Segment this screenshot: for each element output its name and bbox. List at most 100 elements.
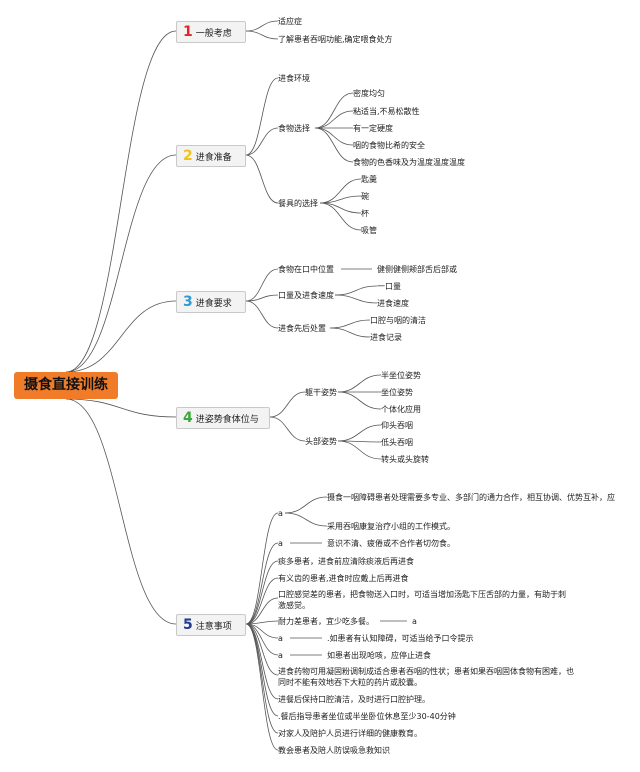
connector	[245, 512, 279, 625]
s4-head-item: 低头吞咽	[381, 438, 413, 447]
connector	[284, 496, 328, 514]
connector	[314, 110, 354, 129]
s2-food-item: 咽的食物比希的安全	[353, 141, 425, 150]
connector	[334, 294, 378, 304]
s3-position: 食物在口中位置	[278, 265, 334, 274]
connector	[284, 512, 328, 527]
s2-food: 食物选择	[278, 124, 310, 133]
connector	[245, 127, 279, 156]
section-2-node: 2 进食准备	[176, 145, 246, 167]
s2-utensil-item: 杯	[361, 209, 369, 218]
root-connector	[65, 398, 177, 625]
connector	[245, 268, 279, 302]
s2-utensil-item: 匙羹	[361, 175, 377, 184]
connector	[319, 202, 362, 214]
connector	[245, 597, 279, 625]
connector	[314, 127, 354, 163]
connector	[337, 424, 382, 442]
root-connector	[65, 154, 177, 373]
s5-note: 口腔感觉差的患者，把食物送入口时，可适当增加汤匙下压舌部的力量，有助于刺激感觉。	[278, 590, 566, 610]
section-2-number: 2	[183, 148, 193, 164]
section-3-node: 3 进食要求	[176, 291, 246, 313]
s4-head-item: 转头或头旋转	[381, 455, 429, 464]
s2-utensils: 餐具的选择	[278, 199, 318, 208]
s2-food-item: 密度均匀	[353, 89, 385, 98]
connector	[245, 77, 279, 156]
connector	[314, 127, 354, 146]
connector	[245, 623, 279, 751]
s5-a-label: a	[278, 651, 283, 660]
s3-order-item: 进食记录	[370, 333, 402, 342]
connector	[319, 195, 362, 204]
s5-note: 对家人及陪护人员进行详细的健康教育。	[278, 729, 422, 738]
s2-utensil-item: 吸管	[361, 226, 377, 235]
connector	[245, 300, 279, 329]
connector	[245, 154, 279, 204]
section-4-number: 4	[183, 410, 193, 426]
section-5-label: 注意事项	[195, 621, 232, 632]
connector	[269, 391, 306, 418]
s5-note: 进食药物可用凝固粉调制成适合患者吞咽的性状；患者如果吞咽固体食物有困难，也同时不…	[278, 667, 574, 687]
root-connector	[65, 300, 177, 373]
connector	[334, 285, 378, 296]
connector	[245, 623, 279, 676]
s2-food-item: 有一定硬度	[353, 124, 393, 133]
s5-note: 意识不清、疲倦或不合作者切勿食。	[327, 539, 455, 548]
s3-order: 进食先后处置	[278, 324, 326, 333]
s3-position-item: 健侧健侧颊部舌后部或	[377, 265, 457, 274]
connector	[245, 20, 279, 32]
s3-amount: 口量及进食速度	[278, 291, 334, 300]
s4-trunk-item: 坐位姿势	[381, 388, 413, 397]
section-3-label: 进食要求	[195, 298, 232, 309]
section-3-number: 3	[183, 294, 193, 310]
s5-note: 痰多患者，进食前应清除痰液后再进食	[278, 557, 414, 566]
s4-head-item: 仰头吞咽	[381, 421, 413, 430]
connector	[269, 416, 306, 442]
connector	[245, 542, 279, 625]
s2-food-item: 食物的色香味及为温度温度温度	[353, 158, 465, 167]
s4-trunk-item: 个体化应用	[381, 405, 421, 414]
s4-trunk-item: 半坐位姿势	[381, 371, 421, 380]
s2-utensil-item: 碗	[361, 192, 369, 201]
section-2-label: 进食准备	[195, 152, 232, 163]
s5-note: 耐力差患者，宜少吃多餐。	[278, 617, 374, 626]
root-connector	[65, 398, 177, 418]
section-1-node: 1 一般考虑	[176, 21, 246, 43]
connector	[319, 202, 362, 231]
section-5-node: 5 注意事项	[176, 614, 246, 636]
s5-note: 进餐后保持口腔清洁，及时进行口腔护理。	[278, 695, 430, 704]
section-4-node: 4 进姿势食体位与	[176, 407, 270, 429]
connector	[329, 319, 371, 329]
section-4-label: 进姿势食体位与	[195, 414, 259, 425]
s5-note: 如患者出现呛咳，应停止进食	[327, 651, 431, 660]
s4-trunk: 躯干姿势	[305, 388, 337, 397]
s5-a-label: a	[278, 509, 283, 518]
s4-head: 头部姿势	[305, 437, 337, 446]
s5-note: 采用吞咽康复治疗小组的工作模式。	[327, 522, 455, 531]
connector	[329, 327, 371, 338]
connector	[337, 391, 382, 410]
s5-note: 摄食一咽障碍患者处理需要多专业、多部门的通力合作，相互协调、优势互补，应	[327, 493, 615, 502]
s5-note: .如患者有认知障碍，可适当给予口令提示	[327, 634, 474, 643]
root-connector	[65, 30, 177, 373]
connector	[245, 577, 279, 625]
root-node: 摄食直接训练	[14, 372, 118, 399]
s5-a-label: a	[412, 617, 417, 626]
s5-a-label: a	[278, 539, 283, 548]
s3-amount-item: 进食速度	[377, 299, 409, 308]
connector	[245, 294, 279, 302]
s5-note: .餐后指导患者坐位或半坐卧位休息至少30-40分钟	[278, 712, 456, 721]
section-5-number: 5	[183, 617, 193, 633]
connector	[337, 440, 382, 460]
s5-note: 有义齿的患者,进食时应戴上后再进食	[278, 574, 409, 583]
connector	[245, 30, 279, 40]
connector	[314, 92, 354, 129]
s2-env: 进食环境	[278, 74, 310, 83]
section-1-label: 一般考虑	[195, 28, 232, 39]
s1-item: 适应症	[278, 17, 302, 26]
section-1-number: 1	[183, 24, 193, 40]
s3-order-item: 口腔与咽的清洁	[370, 316, 426, 325]
s5-note: 教会患者及陪人防误吸急救知识	[278, 746, 390, 755]
connector	[337, 374, 382, 393]
connector	[319, 178, 362, 204]
